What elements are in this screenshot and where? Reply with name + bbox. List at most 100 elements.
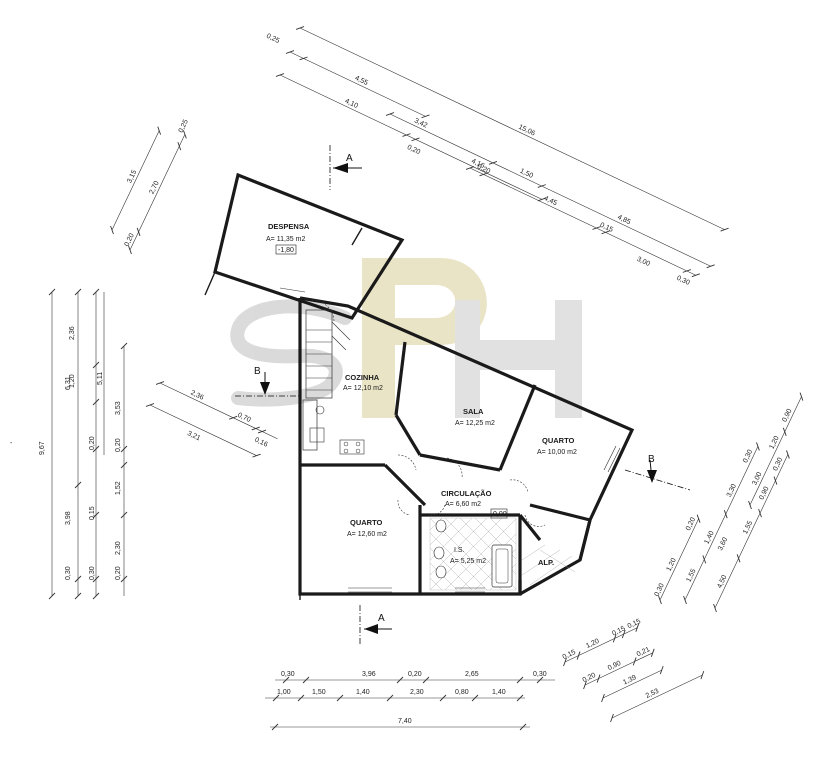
svg-text:1,55: 1,55 bbox=[685, 568, 697, 583]
svg-text:0,16: 0,16 bbox=[253, 437, 268, 449]
svg-text:0,70: 0,70 bbox=[236, 412, 251, 424]
svg-text:1,52: 1,52 bbox=[115, 481, 122, 495]
room-cozinha: COZINHA A= 12,10 m2 bbox=[343, 373, 383, 392]
dims-right: 0,90 1,20 3,00 0,30 0,90 1,55 4,50 0,30 … bbox=[654, 392, 804, 613]
svg-text:2,53: 2,53 bbox=[645, 688, 660, 700]
svg-text:1,20: 1,20 bbox=[69, 374, 76, 388]
svg-text:0,25: 0,25 bbox=[178, 119, 190, 134]
svg-text:-1,80: -1,80 bbox=[278, 247, 294, 254]
svg-text:1,20: 1,20 bbox=[666, 557, 678, 572]
svg-text:4,85: 4,85 bbox=[616, 214, 631, 226]
room-quarto-2: QUARTO A= 12,60 m2 bbox=[347, 518, 387, 538]
svg-text:3,42: 3,42 bbox=[413, 117, 428, 129]
svg-text:-: - bbox=[10, 440, 13, 447]
svg-text:1,50: 1,50 bbox=[519, 168, 534, 180]
section-a-bottom: A bbox=[359, 605, 392, 645]
dims-mid-left: 2,36 0,70 0,16 3,21 bbox=[145, 381, 278, 458]
doors bbox=[311, 299, 546, 527]
dims-left: 9,67 6,31 3,98 0,30 2,36 1,20 0,20 0,30 … bbox=[39, 288, 128, 600]
room-circulacao: CIRCULAÇÃO A= 6,60 m2 0,00 bbox=[441, 489, 508, 519]
svg-text:A= 12,25 m2: A= 12,25 m2 bbox=[455, 420, 495, 427]
svg-text:0,30: 0,30 bbox=[742, 449, 754, 464]
svg-text:0,25: 0,25 bbox=[265, 33, 280, 45]
svg-text:3,00: 3,00 bbox=[636, 256, 651, 268]
svg-text:0,30: 0,30 bbox=[65, 566, 72, 580]
room-ls: I.S. A= 5,25 m2 bbox=[450, 547, 486, 565]
dims-top: 15,06 0,25 4,55 4,10 0,20 4,16 3,42 1,50… bbox=[265, 26, 729, 287]
svg-text:0,15: 0,15 bbox=[611, 625, 626, 637]
svg-text:0,20: 0,20 bbox=[115, 566, 122, 580]
svg-text:0,90: 0,90 bbox=[607, 660, 622, 672]
svg-text:0,30: 0,30 bbox=[281, 671, 295, 678]
svg-text:0,20: 0,20 bbox=[406, 144, 421, 156]
svg-text:0,30: 0,30 bbox=[533, 671, 547, 678]
svg-text:0,80: 0,80 bbox=[455, 689, 469, 696]
section-b-right: B bbox=[624, 454, 691, 491]
kitchen-counter bbox=[302, 399, 365, 455]
room-sala: SALA A= 12,25 m2 bbox=[455, 407, 495, 427]
svg-text:2,70: 2,70 bbox=[149, 180, 161, 195]
svg-text:A: A bbox=[378, 613, 385, 624]
svg-text:0,30: 0,30 bbox=[89, 566, 96, 580]
svg-text:3,00: 3,00 bbox=[751, 471, 763, 486]
svg-text:A= 6,60 m2: A= 6,60 m2 bbox=[445, 501, 481, 508]
svg-text:1,00: 1,00 bbox=[277, 689, 291, 696]
dims-despensa: 3,15 0,25 2,70 0,20 bbox=[110, 119, 190, 255]
svg-text:3,53: 3,53 bbox=[115, 401, 122, 415]
svg-text:3,21: 3,21 bbox=[186, 430, 201, 442]
svg-text:3,15: 3,15 bbox=[126, 169, 138, 184]
section-b-left: B bbox=[235, 366, 300, 397]
svg-text:0,00: 0,00 bbox=[493, 511, 507, 518]
room-quarto-1: QUARTO A= 10,00 m2 bbox=[537, 436, 577, 456]
svg-text:0,20: 0,20 bbox=[582, 672, 597, 684]
svg-text:1,40: 1,40 bbox=[356, 689, 370, 696]
svg-text:0,90: 0,90 bbox=[758, 486, 770, 501]
svg-text:0,20: 0,20 bbox=[115, 438, 122, 452]
svg-text:0,30: 0,30 bbox=[654, 582, 666, 597]
svg-text:B: B bbox=[254, 366, 261, 377]
svg-text:9,67: 9,67 bbox=[39, 441, 46, 455]
svg-text:0,15: 0,15 bbox=[89, 506, 96, 520]
svg-text:2,65: 2,65 bbox=[465, 671, 479, 678]
wall-despensa bbox=[213, 172, 405, 320]
svg-text:A= 12,10 m2: A= 12,10 m2 bbox=[343, 385, 383, 392]
svg-text:0,20: 0,20 bbox=[124, 232, 136, 247]
svg-text:0,20: 0,20 bbox=[685, 516, 697, 531]
section-a-top: A bbox=[329, 145, 362, 190]
svg-text:A= 5,25 m2: A= 5,25 m2 bbox=[450, 558, 486, 565]
svg-text:2,30: 2,30 bbox=[115, 541, 122, 555]
svg-text:1,55: 1,55 bbox=[742, 520, 754, 535]
svg-text:1,20: 1,20 bbox=[585, 638, 600, 650]
svg-text:3,30: 3,30 bbox=[726, 483, 738, 498]
svg-text:5,11: 5,11 bbox=[97, 372, 104, 385]
svg-text:0,30: 0,30 bbox=[772, 457, 784, 472]
svg-text:0,90: 0,90 bbox=[781, 408, 793, 423]
svg-text:COZINHA: COZINHA bbox=[345, 373, 380, 382]
svg-text:A= 12,60 m2: A= 12,60 m2 bbox=[347, 531, 387, 538]
svg-text:I.S.: I.S. bbox=[454, 547, 465, 554]
svg-text:3,96: 3,96 bbox=[362, 671, 376, 678]
svg-text:1,40: 1,40 bbox=[492, 689, 506, 696]
dims-bottom: 0,30 3,96 0,20 2,65 0,30 1,00 1,50 1,40 … bbox=[265, 671, 555, 731]
svg-text:1,50: 1,50 bbox=[312, 689, 326, 696]
svg-text:A= 10,00 m2: A= 10,00 m2 bbox=[537, 449, 577, 456]
svg-text:ALP.: ALP. bbox=[538, 558, 554, 567]
svg-text:1,40: 1,40 bbox=[704, 530, 716, 545]
svg-text:0,20: 0,20 bbox=[408, 671, 422, 678]
svg-text:2,36: 2,36 bbox=[189, 389, 204, 401]
room-alp: ALP. bbox=[538, 558, 554, 567]
svg-text:A= 11,35 m2: A= 11,35 m2 bbox=[266, 236, 305, 243]
svg-text:2,30: 2,30 bbox=[410, 689, 424, 696]
svg-text:4,55: 4,55 bbox=[354, 75, 369, 87]
svg-text:CIRCULAÇÃO: CIRCULAÇÃO bbox=[441, 489, 492, 498]
windows bbox=[279, 287, 621, 593]
room-despensa: DESPENSA A= 11,35 m2 -1,80 bbox=[266, 222, 310, 255]
svg-text:2,36: 2,36 bbox=[69, 326, 76, 340]
svg-text:0,30: 0,30 bbox=[675, 275, 690, 287]
svg-text:0,15: 0,15 bbox=[562, 649, 577, 661]
svg-text:0,20: 0,20 bbox=[89, 436, 96, 450]
svg-text:0,21: 0,21 bbox=[636, 646, 651, 658]
svg-text:0,20: 0,20 bbox=[476, 163, 491, 175]
svg-text:4,10: 4,10 bbox=[344, 98, 359, 110]
